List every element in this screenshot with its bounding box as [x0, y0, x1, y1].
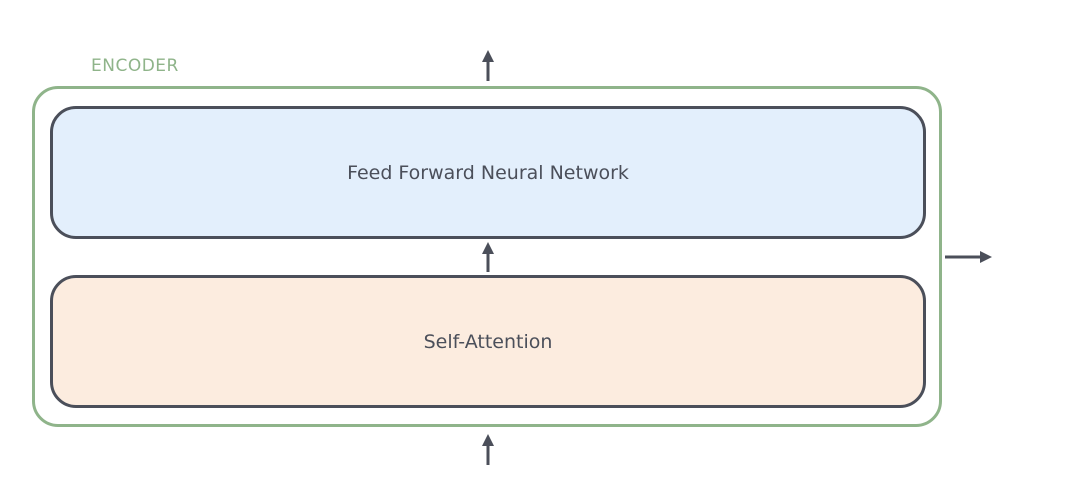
feed-forward-label: Feed Forward Neural Network [347, 161, 629, 184]
encoder-block [32, 86, 942, 427]
encoder-label: ENCODER [91, 56, 179, 76]
internal-arrow [482, 242, 494, 272]
self-attention-layer: Self-Attention [50, 275, 926, 408]
output-arrow-top [482, 50, 494, 81]
feed-forward-layer: Feed Forward Neural Network [50, 106, 926, 239]
input-arrow-bottom [482, 434, 494, 465]
self-attention-label: Self-Attention [423, 330, 553, 353]
output-arrow-right [945, 251, 992, 263]
